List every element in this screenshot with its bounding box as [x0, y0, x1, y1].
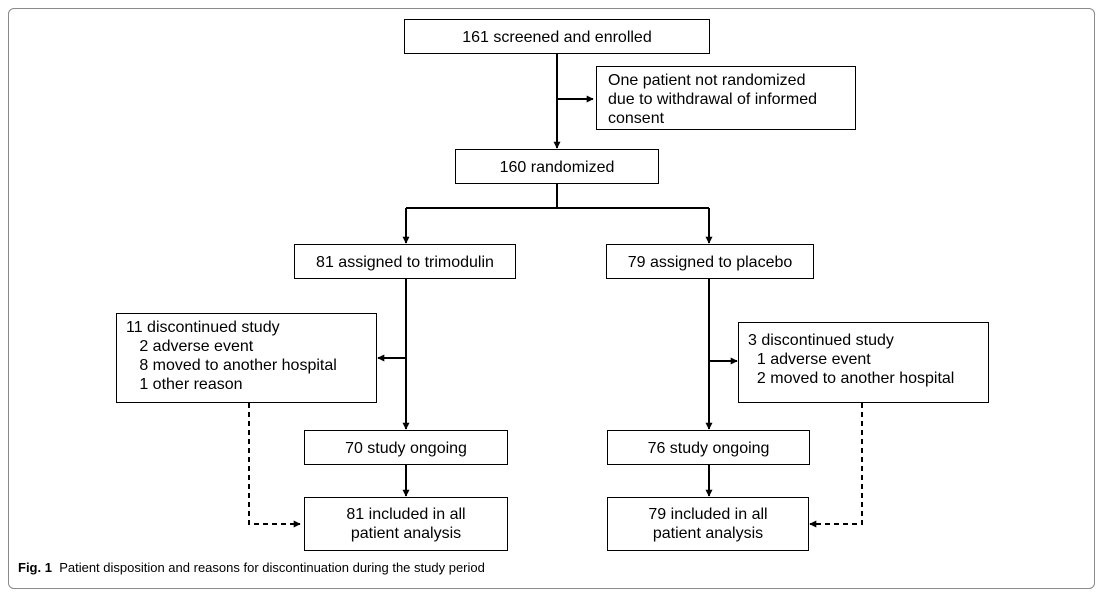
- trim-ongoing-text: 70 study ongoing: [345, 440, 467, 457]
- trim-discontinued-line-3: 8 moved to another hospital: [126, 357, 337, 374]
- plac-discontinued-line-1: 3 discontinued study: [748, 332, 894, 349]
- screened-text: 161 screened and enrolled: [462, 29, 652, 46]
- trim-discontinued-line-4: 1 other reason: [126, 376, 243, 393]
- trim-discontinued-line-1: 11 discontinued study: [126, 319, 280, 336]
- plac-discontinued-line-2: 1 adverse event: [748, 351, 871, 368]
- caption-text: Patient disposition and reasons for disc…: [59, 560, 485, 575]
- dashed-trim-discontinued-to-included: [248, 403, 301, 528]
- trim-included-line-2: patient analysis: [350, 525, 462, 542]
- randomized-box: 160 randomized: [455, 149, 659, 184]
- not-randomized-box: One patient not randomized due to withdr…: [596, 66, 856, 130]
- plac-included-line-2: patient analysis: [652, 525, 764, 542]
- plac-discontinued-box: 3 discontinued study 1 adverse event 2 m…: [738, 322, 989, 403]
- plac-discontinued-line-3: 2 moved to another hospital: [748, 370, 955, 387]
- trim-discontinued-line-2: 2 adverse event: [126, 338, 254, 355]
- plac-ongoing-text: 76 study ongoing: [647, 440, 770, 457]
- dashed-plac-discontinued-to-included: [809, 403, 863, 528]
- trim-ongoing-box: 70 study ongoing: [304, 430, 508, 465]
- trimodulin-box: 81 assigned to trimodulin: [294, 244, 516, 279]
- screened-box: 161 screened and enrolled: [404, 19, 710, 54]
- plac-included-line-1: 79 included in all: [648, 506, 768, 523]
- not-randomized-line-2: due to withdrawal of informed: [608, 91, 817, 108]
- plac-ongoing-box: 76 study ongoing: [607, 430, 810, 465]
- trim-included-line-1: 81 included in all: [346, 506, 466, 523]
- figure-frame: [8, 8, 1095, 589]
- trimodulin-text: 81 assigned to trimodulin: [316, 254, 494, 271]
- placebo-text: 79 assigned to placebo: [627, 254, 793, 271]
- plac-included-box: 79 included in all patient analysis: [607, 497, 809, 551]
- trim-discontinued-box: 11 discontinued study 2 adverse event 8 …: [116, 313, 377, 403]
- caption-label: Fig. 1: [18, 560, 52, 575]
- figure-caption: Fig. 1 Patient disposition and reasons f…: [18, 560, 485, 575]
- trim-included-box: 81 included in all patient analysis: [304, 497, 508, 551]
- placebo-box: 79 assigned to placebo: [606, 244, 814, 279]
- not-randomized-line-1: One patient not randomized: [608, 72, 806, 89]
- randomized-text: 160 randomized: [499, 159, 615, 176]
- not-randomized-line-3: consent: [608, 110, 665, 127]
